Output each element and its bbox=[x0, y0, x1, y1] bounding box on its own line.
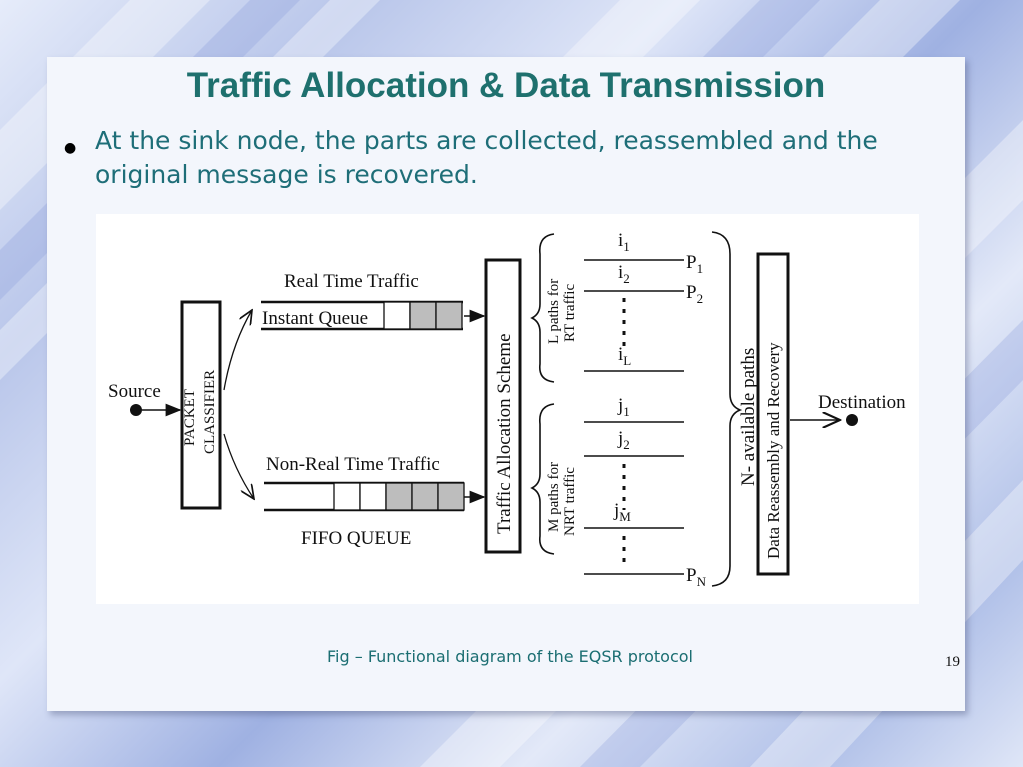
packet-classifier-label-line1: PACKET bbox=[182, 389, 198, 446]
path-label-j2: j2 bbox=[617, 428, 630, 452]
l-paths-label-line1: L paths for bbox=[546, 279, 562, 344]
path-label-i2: i2 bbox=[618, 262, 630, 286]
path-label-iL: iL bbox=[618, 344, 631, 368]
traffic-allocation-box bbox=[484, 258, 522, 554]
bullet-text: At the sink node, the parts are collecte… bbox=[95, 126, 878, 189]
n-paths-label: N- available paths bbox=[738, 348, 759, 486]
l-paths-label-line2: RT traffic bbox=[562, 284, 578, 342]
source-node bbox=[130, 404, 142, 416]
path-lines bbox=[584, 259, 684, 575]
destination-node bbox=[846, 414, 858, 426]
data-reassembly-label: Data Reassembly and Recovery bbox=[764, 342, 783, 559]
path-label-p2: P2 bbox=[686, 282, 703, 306]
fifo-queue-label: FIFO QUEUE bbox=[301, 528, 411, 549]
packet-classifier-box bbox=[180, 300, 222, 510]
m-paths-label-line2: NRT traffic bbox=[562, 467, 578, 536]
destination-label: Destination bbox=[818, 392, 906, 413]
instant-queue-label: Instant Queue bbox=[262, 308, 368, 329]
non-real-time-traffic-label: Non-Real Time Traffic bbox=[266, 454, 440, 475]
path-label-p1: P1 bbox=[686, 252, 703, 276]
packet-classifier-label-line2: CLASSIFIER bbox=[202, 370, 218, 454]
instant-queue bbox=[261, 300, 463, 331]
slide-title: Traffic Allocation & Data Transmission bbox=[186, 66, 826, 105]
classifier-to-nrt-arrow bbox=[223, 433, 254, 499]
page-number: 19 bbox=[945, 654, 960, 670]
m-paths-brace bbox=[530, 403, 555, 555]
path-label-pn: PN bbox=[686, 565, 707, 589]
bullet-point-icon: ● bbox=[64, 140, 77, 156]
path-label-jM: jM bbox=[613, 500, 631, 524]
source-label: Source bbox=[108, 381, 161, 402]
eqsr-diagram: Source PACKET CLASSIFIER Real Time Traff… bbox=[96, 214, 919, 604]
l-paths-brace bbox=[530, 233, 555, 383]
data-reassembly-box bbox=[756, 252, 790, 576]
traffic-allocation-label: Traffic Allocation Scheme bbox=[494, 333, 515, 534]
m-paths-label-line1: M paths for bbox=[546, 462, 562, 532]
diagram-canvas: Source PACKET CLASSIFIER Real Time Traff… bbox=[108, 230, 906, 589]
real-time-traffic-label: Real Time Traffic bbox=[284, 271, 419, 292]
fifo-queue bbox=[264, 481, 465, 512]
figure-caption: Fig – Functional diagram of the EQSR pro… bbox=[327, 647, 693, 666]
n-paths-brace bbox=[711, 231, 743, 587]
path-label-j1: j1 bbox=[617, 395, 630, 419]
path-label-i1: i1 bbox=[618, 230, 630, 254]
classifier-to-rt-arrow bbox=[223, 310, 252, 391]
